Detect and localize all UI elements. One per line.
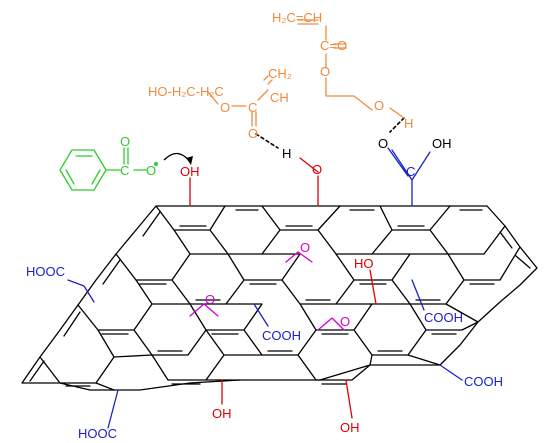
epoxide-o-1: O	[300, 240, 310, 255]
acid-top-double	[387, 147, 413, 181]
surface-oh-o: O	[312, 162, 322, 177]
top-monomer-o: O	[320, 64, 330, 79]
epoxide-2	[189, 303, 219, 317]
middle-o: O	[220, 100, 230, 115]
hydrogen-bonds	[255, 117, 405, 149]
top-monomer-h: H	[404, 116, 413, 131]
sheet-outline	[21, 205, 538, 391]
ho-center-bond	[369, 269, 377, 305]
benzene-ring	[59, 149, 107, 191]
radical-dot	[154, 162, 158, 166]
top-monomer-c-o: C=O	[320, 38, 347, 53]
hooc-left-label: HOOC	[26, 264, 65, 279]
oh-bottom1-label: OH	[212, 406, 232, 421]
surface-oh-h-bond	[299, 157, 319, 173]
carboxyl-bonds	[67, 147, 463, 429]
hbond-2	[389, 117, 405, 133]
cooh-right-bond	[411, 279, 425, 311]
benzene-inner	[65, 155, 101, 185]
oh-bottom2-bond	[345, 379, 353, 419]
carbonyl-double	[123, 147, 129, 165]
top-monomer	[297, 19, 405, 119]
cooh-left-bond	[67, 279, 95, 303]
top-monomer-h2c-ch: H₂C=CH	[272, 10, 322, 25]
cooh-right-label: COOH	[424, 310, 463, 325]
acid-top-oh	[411, 151, 431, 181]
middle-monomer	[207, 75, 273, 127]
oh-left-label: OH	[180, 164, 200, 179]
cooh-center-label: COOH	[262, 328, 301, 343]
hooc-bottom-bond	[107, 389, 119, 429]
cooh-center-bond	[253, 303, 269, 327]
middle-ch2: CH₂	[268, 66, 292, 81]
epoxide-3	[317, 317, 345, 331]
epoxide-groups	[189, 251, 345, 331]
ho-center-label: HO	[354, 256, 374, 271]
acid-top-o: O	[378, 136, 388, 151]
acid-top-c: C	[406, 164, 415, 179]
middle-ch: CH	[270, 90, 289, 105]
benzoyl-o-rad: O	[146, 163, 156, 178]
hooc-bottom-label: HOOC	[78, 426, 117, 441]
epoxide-o-3: O	[340, 314, 350, 329]
benzoyl-o-dbl: O	[120, 134, 130, 149]
oh-bottom2-label: OH	[340, 420, 360, 435]
middle-c: C	[248, 100, 257, 115]
epoxide-o-2: O	[205, 292, 215, 307]
attack-arrow	[163, 152, 193, 165]
cooh-bottom-right-bond	[439, 364, 463, 381]
hbond-1	[255, 133, 279, 149]
hydroxyl-bonds	[189, 157, 377, 419]
ho-ch2ch2: HO-H₂C-H₂C	[148, 84, 224, 99]
epoxide-1	[285, 251, 313, 263]
hbond-h-label: H	[282, 146, 291, 161]
graphene-sheet	[21, 205, 538, 391]
acid-top-oh: OH	[432, 136, 452, 151]
top-monomer-o2: O	[374, 98, 384, 113]
middle-carbonyl-o: O	[248, 126, 258, 141]
cooh-bottom-right-label: COOH	[464, 374, 503, 389]
benzoyloxy-radical	[59, 147, 147, 191]
benzoyl-c: C	[120, 163, 129, 178]
